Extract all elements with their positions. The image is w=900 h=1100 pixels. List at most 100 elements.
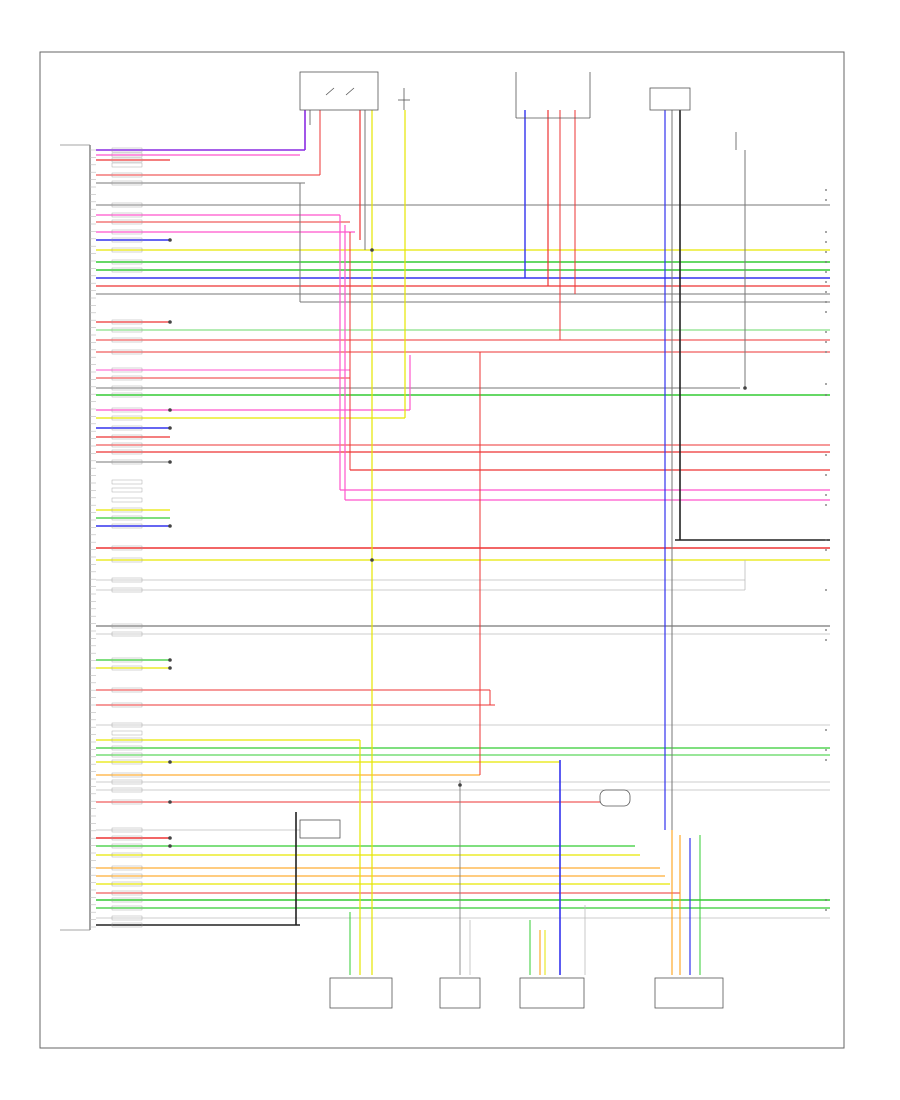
splice-dot (168, 800, 172, 804)
wire-tag (111, 737, 143, 743)
terminal-pin (825, 729, 827, 731)
wire-tag (111, 385, 143, 391)
component-box (599, 789, 631, 807)
wire-tag (111, 407, 143, 413)
splice-dot (370, 558, 374, 562)
terminal-pin (825, 251, 827, 253)
wire-tag (111, 229, 143, 235)
connector-pins (90, 149, 96, 928)
terminal-pin (825, 539, 827, 541)
splice-points (168, 238, 747, 848)
wire-tag (111, 827, 143, 833)
splice-dot (168, 760, 172, 764)
wire-tag (111, 772, 143, 778)
wire-tag (111, 730, 143, 736)
splice-dot (743, 386, 747, 390)
wire-tag (111, 259, 143, 265)
bottom-components (299, 789, 724, 1009)
wire-tag (111, 922, 143, 928)
splice-dot (168, 666, 172, 670)
terminal-pin (825, 383, 827, 385)
wire-tag (111, 631, 143, 637)
wire-tag (111, 375, 143, 381)
terminal-pin (825, 351, 827, 353)
wire-tag (111, 865, 143, 871)
wire-tag (111, 180, 143, 186)
component-box (654, 977, 724, 1009)
wire-tag (111, 515, 143, 521)
terminal-pin (825, 589, 827, 591)
wire-tag (111, 497, 143, 503)
wire-tag (111, 327, 143, 333)
terminal-pin (825, 909, 827, 911)
horizontal-wires (96, 149, 830, 926)
wire-tag (111, 237, 143, 243)
wire-tag (111, 897, 143, 903)
wire-tag (111, 890, 143, 896)
component-box (299, 819, 341, 839)
component-box (439, 977, 481, 1009)
splice-dot (370, 248, 374, 252)
terminal-pin (825, 331, 827, 333)
wire-tag (111, 147, 143, 153)
terminal-pin (825, 199, 827, 201)
wire-tag (111, 915, 143, 921)
wire-tag (111, 172, 143, 178)
terminal-pin (825, 231, 827, 233)
wire-tag (111, 425, 143, 431)
top-components (299, 71, 737, 150)
terminal-pin (825, 291, 827, 293)
terminal-pin (825, 749, 827, 751)
wire-tag (111, 392, 143, 398)
wire-tag (111, 799, 143, 805)
wire-tag (111, 702, 143, 708)
wire-tag (111, 212, 143, 218)
splice-dot (168, 658, 172, 662)
splice-dot (168, 460, 172, 464)
splice-dot (168, 426, 172, 430)
splice-dot (168, 836, 172, 840)
component-box (519, 977, 585, 1009)
wire-tag (111, 759, 143, 765)
terminal-pin (825, 474, 827, 476)
wire-tag (111, 545, 143, 551)
wire-tag (111, 162, 143, 168)
wire-tag (111, 905, 143, 911)
wire-tag (111, 267, 143, 273)
wire-tag (111, 687, 143, 693)
wire-tag (111, 219, 143, 225)
wire-tag (111, 657, 143, 663)
wire-tag (111, 479, 143, 485)
wire-tag (111, 415, 143, 421)
wire-tag (111, 745, 143, 751)
wire-tag (111, 623, 143, 629)
terminal-pin (825, 454, 827, 456)
terminal-pin (825, 301, 827, 303)
wire-tag (111, 367, 143, 373)
wire-tag (111, 319, 143, 325)
wire-tag (111, 459, 143, 465)
ecm-connector (60, 144, 91, 931)
wire-tag (111, 843, 143, 849)
terminal-pin (825, 341, 827, 343)
component-box (329, 977, 393, 1009)
wire-tag (111, 202, 143, 208)
splice-dot (168, 524, 172, 528)
splice-dot (168, 408, 172, 412)
terminal-pin (825, 494, 827, 496)
terminal-pin (825, 394, 827, 396)
wire-tag (111, 752, 143, 758)
terminal-pin (825, 629, 827, 631)
terminal-pin (825, 189, 827, 191)
wire-tag (111, 152, 143, 158)
splice-dot (168, 844, 172, 848)
wire-tag (111, 873, 143, 879)
wire-tag (111, 157, 143, 163)
wire-tag (111, 779, 143, 785)
terminal-pin (825, 261, 827, 263)
wire-tag (111, 665, 143, 671)
terminal-pin (825, 241, 827, 243)
terminal-pin (825, 899, 827, 901)
terminal-pin (825, 271, 827, 273)
